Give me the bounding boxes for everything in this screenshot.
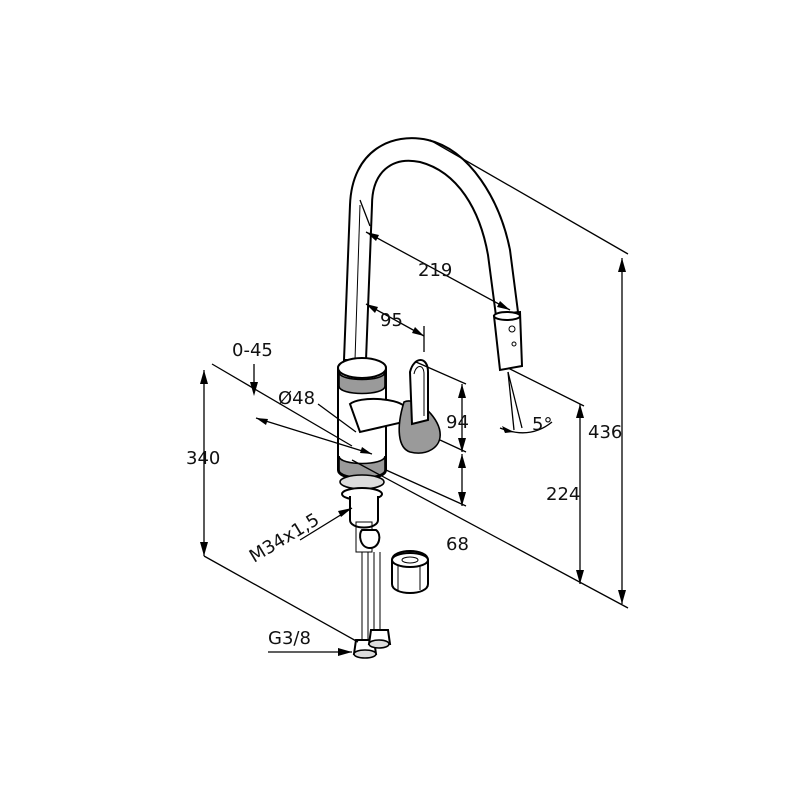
- mounting-shank: [349, 496, 381, 640]
- mixer-lever: [348, 359, 441, 454]
- dim-spray-angle: 5°: [532, 414, 552, 435]
- dim-base-height: 68: [446, 534, 469, 555]
- dim-swivel-angle: 0-45: [232, 340, 273, 361]
- dim-spout-offset: 95: [380, 310, 403, 331]
- hose-connector-nuts: [352, 629, 392, 659]
- dim-below-deck-length: 340: [186, 448, 220, 469]
- dimension-lines: [200, 139, 629, 656]
- dim-mounting-thread: M34x1,5: [246, 509, 323, 567]
- dim-body-diameter: Ø48: [278, 388, 315, 409]
- pull-out-spray-head: [492, 310, 524, 372]
- faucet-spout: [342, 137, 520, 361]
- dim-reach: 219: [418, 260, 452, 281]
- dim-outlet-height: 224: [546, 484, 580, 505]
- dim-lever-height: 94: [446, 412, 469, 433]
- faucet-body: [337, 357, 387, 501]
- dim-hose-connection: G3/8: [268, 628, 311, 649]
- mounting-nut: [391, 550, 429, 594]
- dim-total-height: 436: [588, 422, 622, 443]
